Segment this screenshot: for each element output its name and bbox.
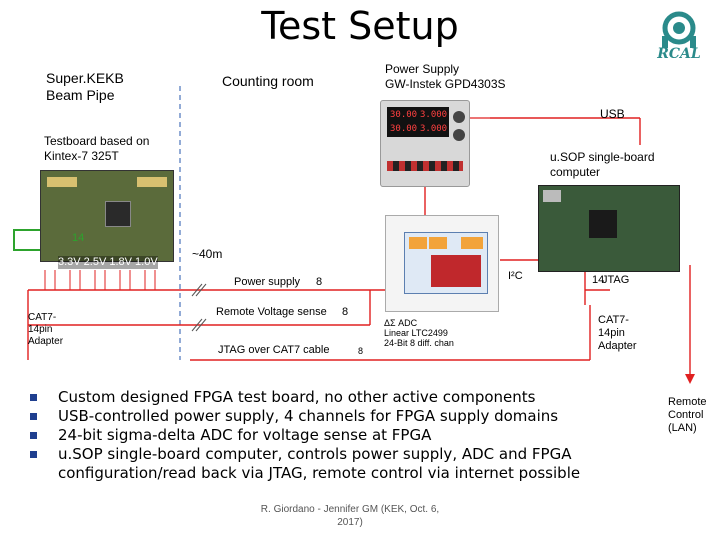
power-supply-line-label: Power supply: [234, 276, 301, 288]
logo-text: RCAL: [657, 46, 701, 62]
remote-sense-label: Remote Voltage sense: [216, 306, 327, 318]
i2c-label: I²C: [508, 270, 523, 282]
page-title: Test Setup: [261, 4, 459, 48]
bus-14-label: 14: [72, 232, 85, 244]
jtag-count-label: 14: [592, 274, 605, 286]
adc-block: [461, 237, 483, 249]
adc-block: [409, 237, 427, 249]
cat7-left-label: CAT7- 14pin Adapter: [28, 312, 64, 347]
remote-control-label: Remote Control (LAN): [668, 396, 707, 434]
testboard-label: Testboard based on Kintex-7 325T: [44, 134, 150, 163]
power-supply-count: 8: [316, 276, 323, 288]
psu-readout-bottom-right: 3.000: [420, 124, 448, 134]
summary-list: Custom designed FPGA test board, no othe…: [30, 388, 620, 483]
cat7-right-label: CAT7- 14pin Adapter: [598, 314, 637, 352]
list-item: 24-bit sigma-delta ADC for voltage sense…: [30, 426, 620, 445]
counting-room-label: Counting room: [222, 73, 314, 89]
power-supply-label: Power Supply GW-Instek GPD4303S: [385, 62, 506, 91]
logo-mark-icon: [662, 11, 696, 48]
board-connector: [47, 177, 77, 187]
usop-connector: [543, 190, 561, 202]
psu-knob-icon: [453, 111, 465, 123]
adc-schematic: [404, 232, 488, 294]
usb-label: USB: [600, 107, 625, 121]
power-supply-photo: 30.00 3.000 30.00 3.000: [380, 100, 470, 187]
testboard-photo: [40, 170, 174, 262]
psu-display: 30.00 3.000 30.00 3.000: [387, 107, 449, 137]
adc-label: ΔΣ ADC Linear LTC2499 24-Bit 8 diff. cha…: [384, 318, 454, 348]
remote-sense-count: 8: [342, 306, 349, 318]
jtag-label: JTAG: [602, 274, 630, 286]
usop-chip-icon: [589, 210, 617, 238]
psu-readout-top-right: 3.000: [420, 110, 448, 120]
usop-board-photo: [538, 185, 680, 272]
adc-count: 8: [358, 346, 364, 356]
psu-readout-top-left: 30.00: [390, 110, 418, 120]
footer-credit: R. Giordano - Jennifer GM (KEK, Oct. 6, …: [260, 504, 440, 528]
list-item: USB-controlled power supply, 4 channels …: [30, 407, 620, 426]
adc-core: [431, 255, 481, 287]
psu-knob-icon: [453, 129, 465, 141]
fpga-chip-icon: [105, 201, 131, 227]
psu-readout-bottom-left: 30.00: [390, 124, 418, 134]
board-connector: [137, 177, 167, 187]
usop-label: u.SOP single-board computer: [550, 150, 655, 179]
adc-block: [429, 237, 447, 249]
beam-pipe-label: Super.KEKB Beam Pipe: [46, 70, 124, 103]
voltage-rails-label: 3.3V 2.5V 1.8V 1.0V: [58, 256, 158, 269]
adc-board-photo: [385, 215, 499, 312]
psu-terminals: [387, 161, 463, 171]
rcal-logo: RCAL: [648, 6, 710, 64]
list-item: u.SOP single-board computer, controls po…: [30, 445, 620, 483]
list-item: Custom designed FPGA test board, no othe…: [30, 388, 620, 407]
jtag-cable-label: JTAG over CAT7 cable: [218, 344, 330, 356]
distance-label: ~40m: [192, 247, 223, 261]
